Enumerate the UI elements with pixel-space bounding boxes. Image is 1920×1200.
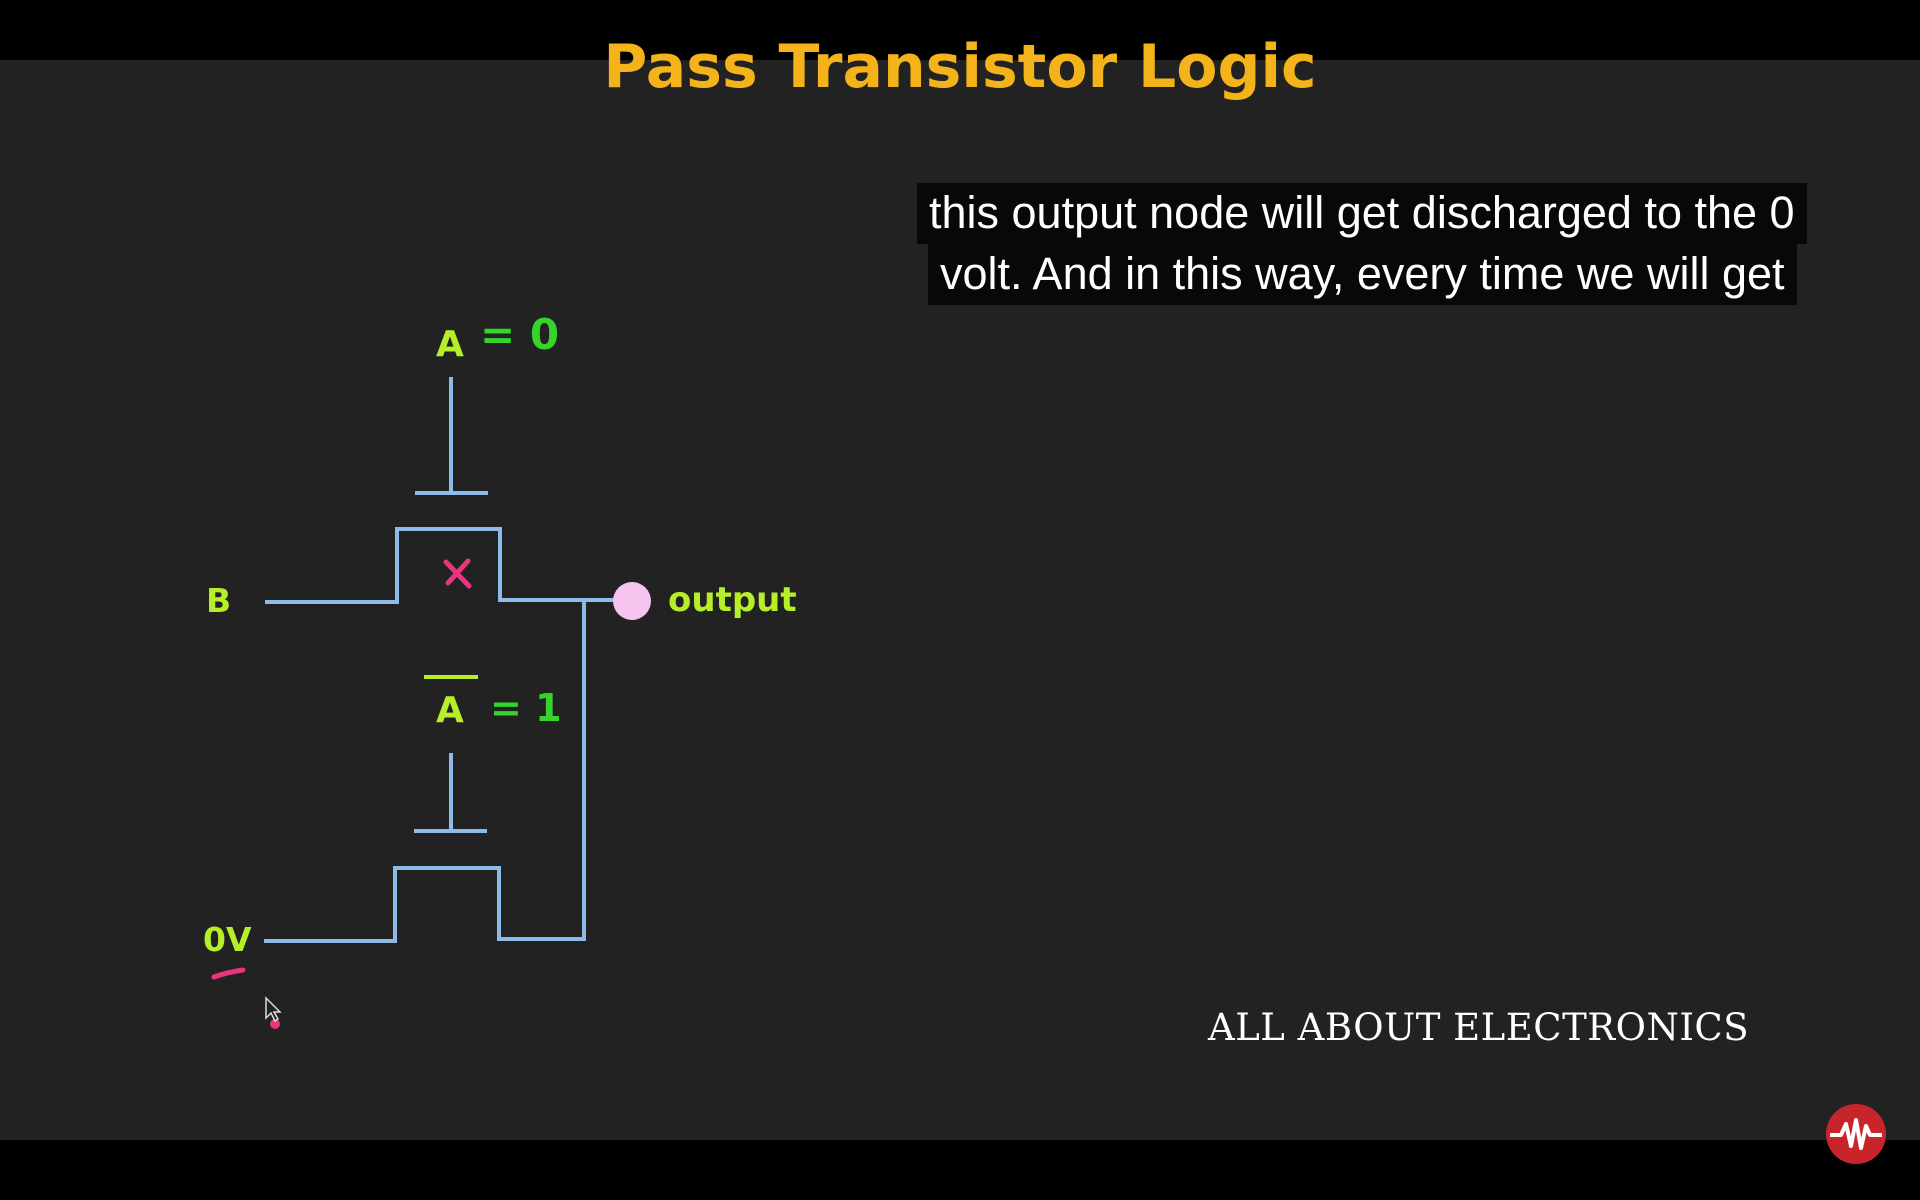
annotation-dot bbox=[270, 1019, 280, 1029]
gate-bottom-value: = 1 bbox=[490, 686, 562, 730]
output-node bbox=[613, 582, 651, 620]
caption-line-2: volt. And in this way, every time we wil… bbox=[928, 244, 1797, 305]
waveform-icon bbox=[1830, 1118, 1882, 1150]
bottom-transistor-channel bbox=[264, 602, 586, 943]
input-b-label: B bbox=[206, 581, 232, 620]
subtitle-captions: this output node will get discharged to … bbox=[917, 183, 1807, 305]
gate-top-label: A bbox=[436, 324, 464, 365]
gate-top-value: = 0 bbox=[480, 310, 560, 359]
caption-line-1: this output node will get discharged to … bbox=[917, 183, 1807, 244]
output-label: output bbox=[668, 580, 797, 620]
slide-title: Pass Transistor Logic bbox=[603, 32, 1317, 102]
transistor-off-mark bbox=[443, 558, 472, 589]
gate-bottom-label: A bbox=[436, 690, 464, 731]
top-transistor-channel bbox=[265, 527, 632, 604]
ground-underline-mark bbox=[211, 967, 246, 980]
input-0v-label: 0V bbox=[203, 920, 252, 959]
channel-logo-icon[interactable] bbox=[1826, 1104, 1886, 1164]
mouse-cursor-icon bbox=[265, 996, 282, 1023]
channel-watermark: ALL ABOUT ELECTRONICS bbox=[1208, 1006, 1750, 1049]
